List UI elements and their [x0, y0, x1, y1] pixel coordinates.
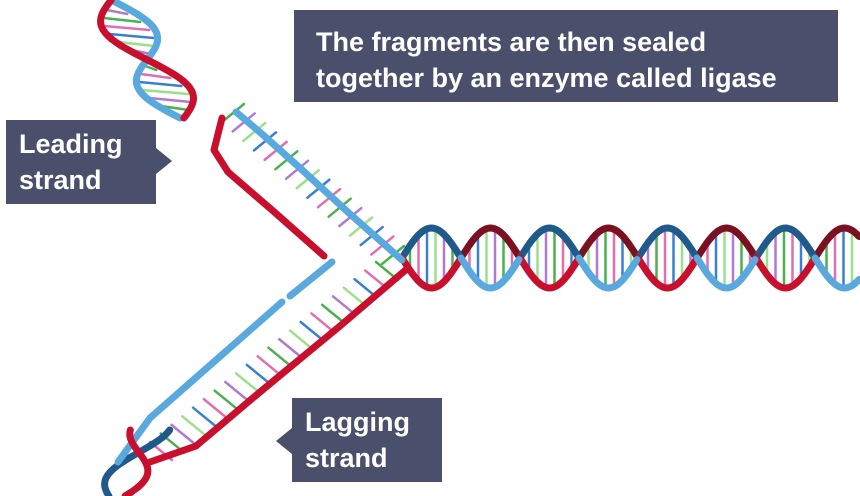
leading-new-strand [210, 114, 328, 260]
parental-strand-blue [811, 254, 860, 292]
base-pair [288, 329, 314, 350]
base-pair [299, 320, 324, 342]
base-pair [138, 80, 183, 88]
parental-strand-red [516, 254, 582, 292]
parental-strand-red [575, 224, 641, 262]
parental-strand-red [693, 224, 759, 262]
lagging-label-pointer [276, 428, 292, 454]
base-pair [234, 372, 260, 393]
base-pair [252, 131, 278, 152]
caption-line-1: The fragments are then sealed [316, 27, 707, 57]
leading-template-strand [232, 108, 406, 264]
okazaki-fragment [286, 258, 336, 300]
parental-strand-blue [752, 224, 818, 262]
parental-strand-red [457, 224, 523, 262]
strands-back [101, 224, 860, 496]
base-pair [181, 415, 206, 436]
base-pair [148, 96, 192, 104]
base-pair [117, 40, 156, 48]
upper-tail-red [97, 0, 197, 122]
base-pair [224, 380, 249, 402]
parental-strand-red [634, 254, 700, 292]
parental-strand-blue [575, 254, 641, 292]
base-pair [310, 312, 335, 333]
parental-strand-red [752, 254, 818, 292]
base-pair [102, 16, 142, 24]
base-pair [202, 397, 228, 419]
base-pair [170, 423, 195, 445]
base-pair [191, 406, 217, 427]
base-pair [331, 295, 357, 316]
lagging-label-line-1: Lagging [305, 407, 410, 437]
base-pair [256, 355, 281, 376]
base-pair [103, 24, 151, 32]
parental-strand-blue [457, 254, 523, 292]
parental-strand-blue [516, 224, 582, 262]
parental-strand-red [398, 254, 464, 292]
lower-tail-red [121, 426, 152, 496]
ligase-caption-box: The fragments are then sealed together b… [294, 10, 838, 102]
lagging-strand-label: Lagging strand [276, 398, 442, 482]
leading-label-pointer [156, 148, 172, 174]
parental-strand-blue [693, 254, 759, 292]
parental-strand-blue [398, 224, 464, 262]
leading-label-line-2: strand [19, 165, 102, 195]
base-pair [144, 64, 158, 72]
parental-strand-blue [634, 224, 700, 262]
base-pair [320, 303, 346, 325]
base-pair [267, 346, 292, 367]
base-pair [140, 88, 190, 96]
base-pair [139, 72, 172, 80]
leading-strand-label: Leading strand [6, 120, 172, 204]
parental-strand-red [811, 224, 860, 262]
okazaki-fragment [114, 298, 286, 466]
base-pair [105, 8, 129, 16]
base-pair [107, 32, 156, 40]
caption-line-2: together by an enzyme called ligase [316, 63, 777, 93]
base-pair [213, 389, 238, 410]
base-pairs [102, 8, 854, 462]
leading-label-line-1: Leading [19, 129, 123, 159]
strands-front [97, 0, 860, 496]
lagging-label-line-2: strand [305, 443, 388, 473]
lagging-template-strand [146, 264, 412, 466]
base-pair [277, 337, 303, 359]
base-pair [245, 363, 271, 385]
